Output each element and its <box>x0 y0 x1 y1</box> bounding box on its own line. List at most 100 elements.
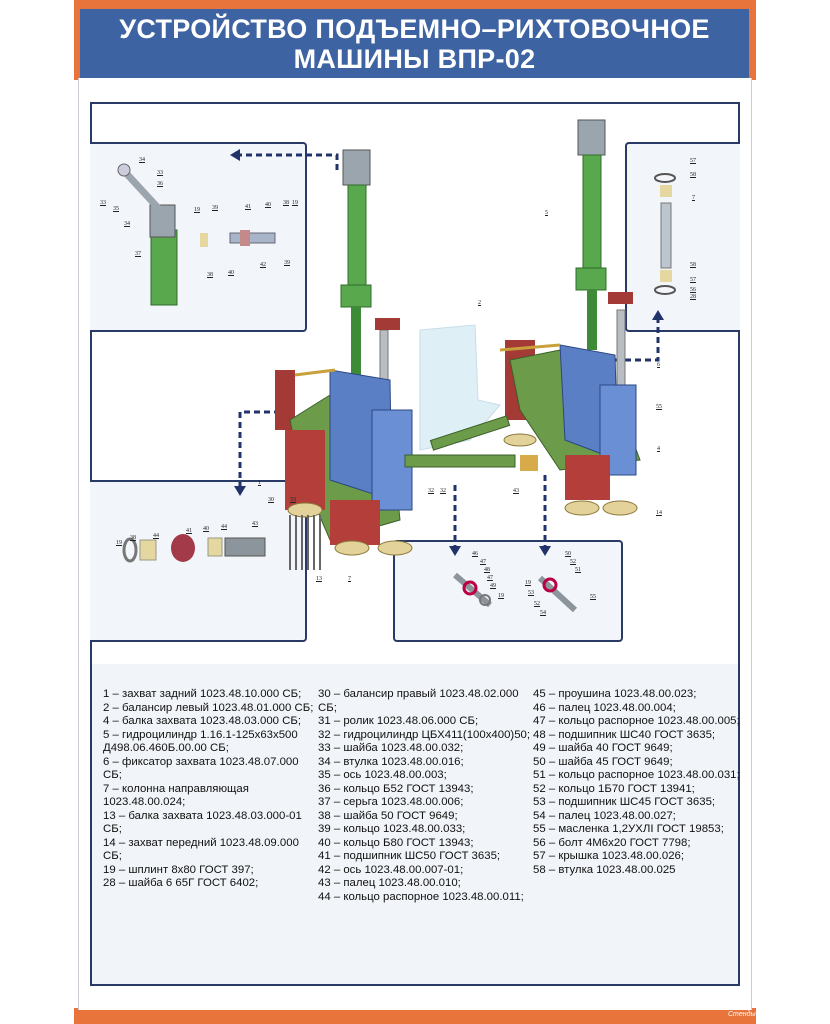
callout: 54 <box>540 610 546 616</box>
callout: 43 <box>513 488 519 494</box>
hydraulic-cylinders-32 <box>404 415 538 471</box>
legend-item: 42 – ось 1023.48.00.007-01; <box>318 863 464 876</box>
callout: 7 <box>692 195 695 201</box>
legend-item: 55 – масленка 1,2УХЛI ГОСТ 19853; <box>533 823 724 835</box>
callout: 32 <box>440 488 446 494</box>
callout: 50 <box>565 551 571 557</box>
left-lift-unit <box>275 149 413 556</box>
title-line-2: МАШИНЫ ВПР-02 <box>293 44 536 74</box>
callout: 42 <box>260 262 266 268</box>
legend-column-3: 45 – проушина 1023.48.00.023;46 – палец … <box>533 688 748 877</box>
callout: 47 <box>487 575 493 581</box>
legend-item: 4 – балка захвата 1023.48.03.000 СБ; <box>103 715 302 727</box>
legend-item: 56 – болт 4М6x20 ГОСТ 7798; <box>533 836 691 849</box>
callout: 28 <box>690 294 696 300</box>
callout: 32 <box>428 488 434 494</box>
legend-item: 30 – балансир правый 1023.48.02.000 СБ; <box>318 688 522 714</box>
legend-item: 2 – балансир левый 1023.48.01.000 СБ; <box>103 701 314 714</box>
callout: 57 <box>690 158 696 164</box>
legend-item: 28 – шайба 6 65Г ГОСТ 6402; <box>103 877 259 889</box>
callout: 38 <box>207 272 213 278</box>
callout: 46 <box>472 551 478 557</box>
legend-item: 57 – крышка 1023.48.00.026; <box>533 850 685 862</box>
callout: 56 <box>690 287 696 293</box>
callout: 37 <box>135 251 141 257</box>
callout: 19 <box>498 593 504 599</box>
callout: 19 <box>525 580 531 586</box>
rail-outline <box>419 324 501 451</box>
legend-item: 51 – кольцо распорное 1023.48.00.031; <box>533 769 740 781</box>
callout: 6 <box>657 362 660 368</box>
legend-item: 6 – фиксатор захвата 1023.48.07.000 СБ; <box>103 755 302 782</box>
callout: 41 <box>186 528 192 534</box>
callout: 44 <box>153 533 159 539</box>
callout: 41 <box>245 204 251 210</box>
legend-item: 14 – захват передний 1023.48.09.000 СБ; <box>103 836 303 863</box>
callout: 55 <box>656 404 662 410</box>
callout: 39 <box>284 260 290 266</box>
callout: 1 <box>258 480 261 486</box>
legend-item: 58 – втулка 1023.48.00.025 <box>533 863 676 876</box>
legend-item: 47 – кольцо распорное 1023.48.00.005; <box>533 715 740 727</box>
legend-item: 45 – проушина 1023.48.00.023; <box>533 688 697 700</box>
legend-item: 7 – колонна направляющая 1023.48.00.024; <box>103 782 253 809</box>
legend-panel <box>92 664 738 984</box>
callout: 39 <box>212 205 218 211</box>
poster-border-bottom <box>74 1008 756 1024</box>
legend-item: 39 – кольцо 1023.48.00.033; <box>318 823 466 835</box>
callout: 49 <box>490 583 496 589</box>
legend-column-1: 1 – захват задний 1023.48.10.000 СБ;2 – … <box>103 688 318 891</box>
legend-item: 43 – палец 1023.48.00.010; <box>318 877 461 889</box>
callout: 4 <box>657 446 660 452</box>
callout: 36 <box>157 181 163 187</box>
callout: 2 <box>478 300 481 306</box>
callout: 40 <box>228 270 234 276</box>
callout: 55 <box>590 594 596 600</box>
callout: 53 <box>528 590 534 596</box>
inset-top-right <box>625 142 740 332</box>
callout: 51 <box>575 567 581 573</box>
legend-item: 50 – шайба 45 ГОСТ 9649; <box>533 755 673 768</box>
callout: 48 <box>484 567 490 573</box>
callout: 14 <box>656 510 662 516</box>
legend-item: 5 – гидроцилиндр 1.16.1-125x63x500 Д498.… <box>103 728 301 755</box>
right-lift-unit <box>499 119 641 516</box>
legend-item: 32 – гидроцилиндр ЦБХ411(100x400)50; <box>318 728 531 741</box>
legend-item: 44 – кольцо распорное 1023.48.00.011; <box>318 890 524 903</box>
legend-item: 33 – шайба 1023.48.00.032; <box>318 742 464 754</box>
legend-item: 49 – шайба 40 ГОСТ 9649; <box>533 742 673 754</box>
legend-item: 36 – кольцо Б52 ГОСТ 13943; <box>318 782 474 795</box>
callout: 34 <box>124 221 130 227</box>
legend-item: 37 – серьга 1023.48.00.006; <box>318 796 464 808</box>
callout: 34 <box>139 157 145 163</box>
callout: 5 <box>545 210 548 216</box>
callout: 19 <box>116 540 122 546</box>
callout: 52 <box>570 559 576 565</box>
inset-bottom-center <box>393 540 623 642</box>
callout: 58 <box>690 172 696 178</box>
title-line-1: УСТРОЙСТВО ПОДЪЕМНО–РИХТОВОЧНОЕ <box>119 14 710 44</box>
legend-item: 52 – кольцо 1Б70 ГОСТ 13941; <box>533 782 695 795</box>
callout: 58 <box>690 262 696 268</box>
legend-item: 35 – ось 1023.48.00.003; <box>318 769 447 781</box>
inset-top-right-parts <box>654 173 676 295</box>
legend-column-2: 30 – балансир правый 1023.48.02.000 СБ;3… <box>318 688 533 904</box>
legend-item: 48 – подшипник ШС40 ГОСТ 3635; <box>533 728 716 741</box>
callout: 52 <box>534 601 540 607</box>
callout: 33 <box>100 200 106 206</box>
callout: 30 <box>268 497 274 503</box>
inset-bottom-left-parts <box>122 534 266 563</box>
arrow-heads <box>230 149 664 556</box>
callout: 38 <box>283 200 289 206</box>
legend-item: 31 – ролик 1023.48.06.000 СБ; <box>318 715 479 727</box>
legend-item: 54 – палец 1023.48.00.027; <box>533 809 676 822</box>
callout: 33 <box>290 497 296 503</box>
callout: 40 <box>265 202 271 208</box>
legend-item: 41 – подшипник ШС50 ГОСТ 3635; <box>318 850 501 862</box>
inset-bottom-center-parts <box>453 572 578 613</box>
callout: 7 <box>348 576 351 582</box>
callout: 35 <box>113 206 119 212</box>
callout: 40 <box>203 526 209 532</box>
callout: 19 <box>194 207 200 213</box>
